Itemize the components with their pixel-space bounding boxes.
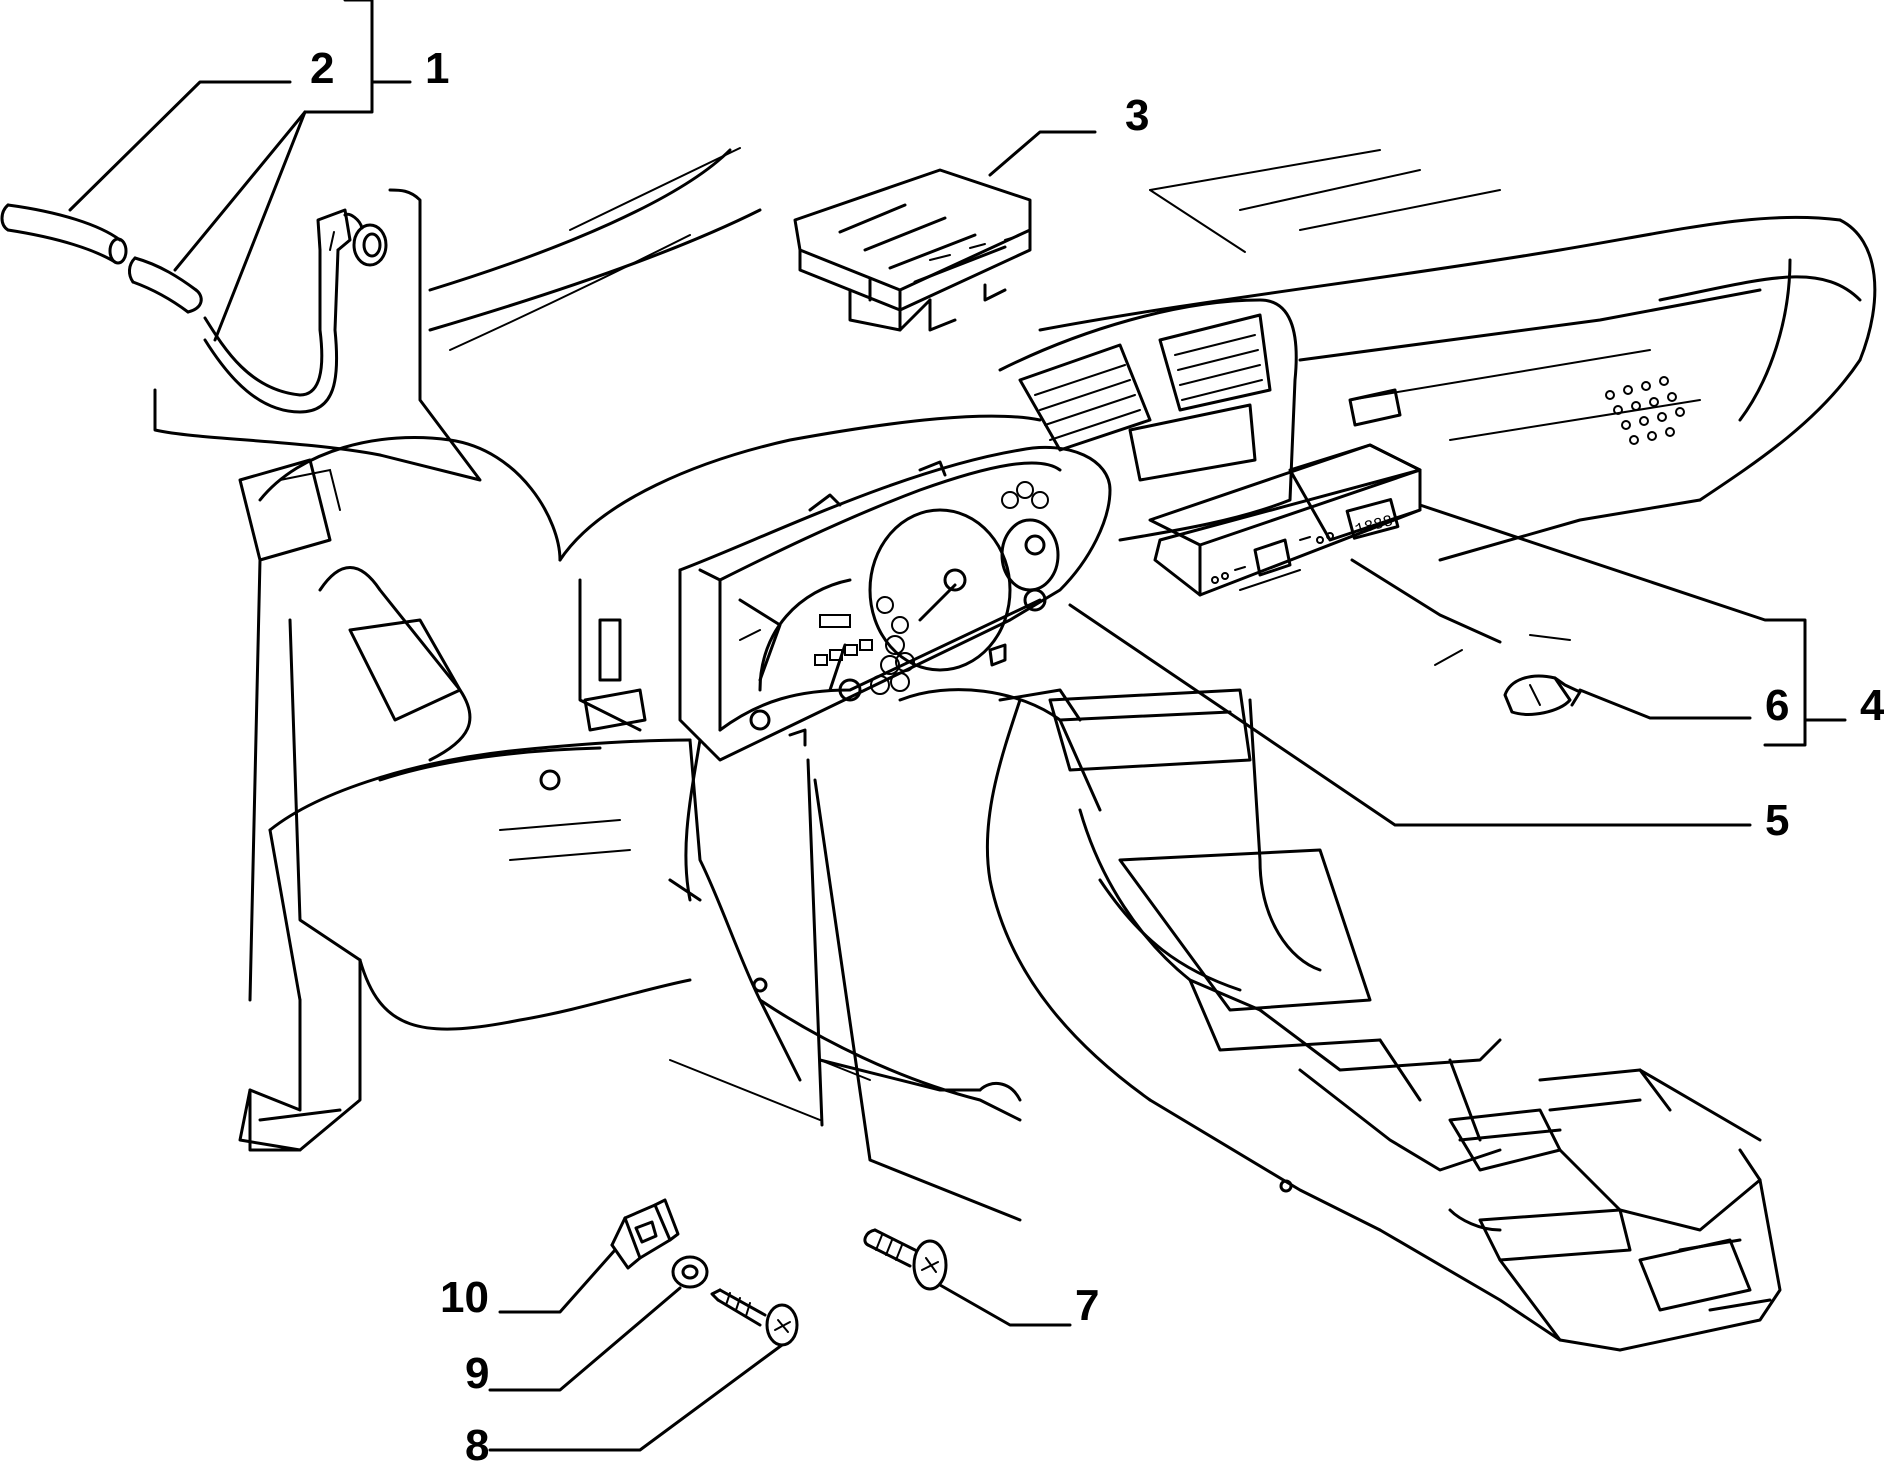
fuse-box [793,168,1032,332]
dashboard-outline [153,147,1877,1352]
callout-1: 1 [425,44,449,93]
callout-10: 10 [440,1273,489,1322]
hose-assembly [0,203,388,414]
callout-7: 7 [1075,1281,1099,1330]
callout-5: 5 [1765,796,1789,845]
clip-nut [610,1198,680,1270]
clock-display-unit: 1888 [1148,443,1582,716]
instrument-cluster [678,445,1112,762]
callout-3: 3 [1125,91,1149,140]
callout-9: 9 [465,1349,489,1398]
callout-4: 4 [1860,681,1884,730]
screw [863,1228,948,1291]
callout-2: 2 [310,44,334,93]
clock-digits-icon: 1888 [1353,512,1395,539]
speaker-grille [1605,376,1685,445]
self-tapping-screw [710,1288,799,1347]
washer [671,1255,709,1289]
callout-6: 6 [1765,681,1789,730]
callout-8: 8 [465,1421,489,1463]
callout-labels: 2 1 3 4 5 6 7 8 9 10 [310,44,1884,1463]
leader-lines [68,0,1847,1452]
